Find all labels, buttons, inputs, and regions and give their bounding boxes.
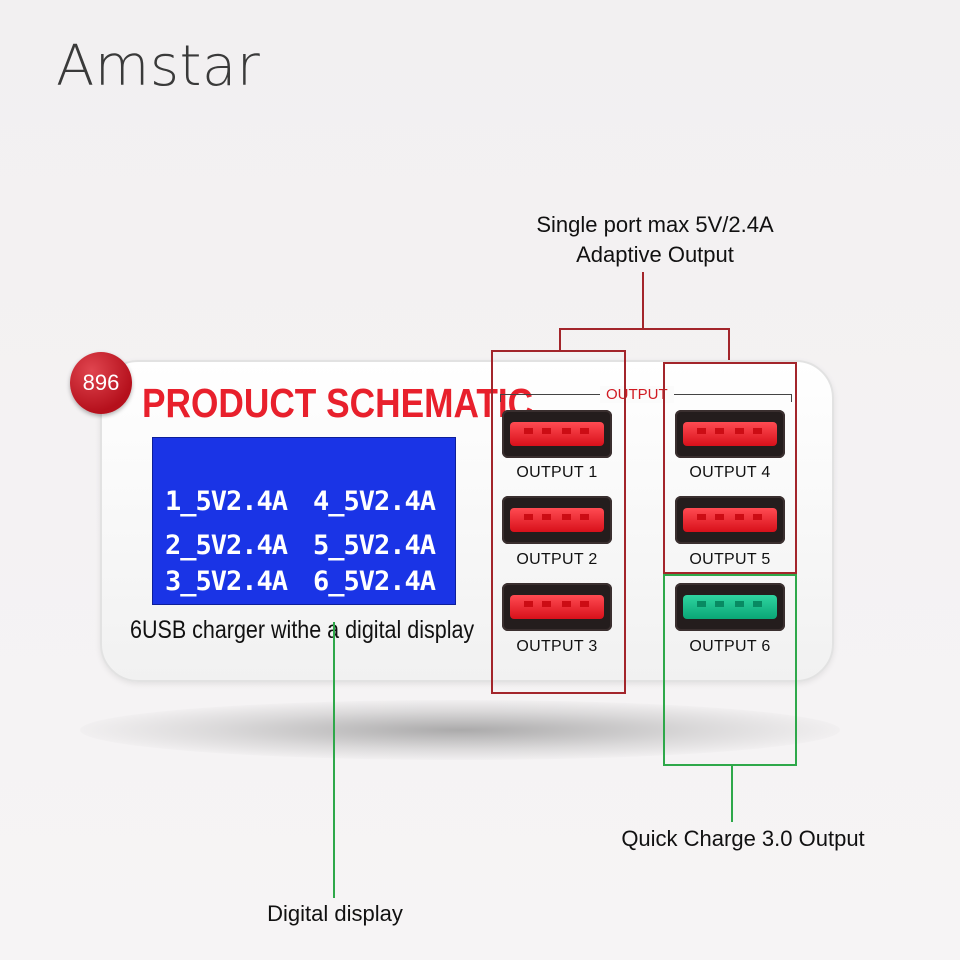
adaptive-ports-highlight-left bbox=[491, 350, 626, 694]
adaptive-connector-right-drop bbox=[728, 328, 730, 364]
lcd-port-reading: 5_5V2.4A bbox=[313, 530, 436, 561]
usb-port-2 bbox=[502, 496, 612, 544]
usb-port-3 bbox=[502, 583, 612, 631]
port-label: OUTPUT 4 bbox=[689, 464, 771, 481]
model-number-badge: 896 bbox=[70, 352, 132, 414]
usb-port-5 bbox=[675, 496, 785, 544]
port-label: OUTPUT 1 bbox=[516, 464, 598, 481]
adaptive-ports-highlight-right bbox=[663, 362, 797, 574]
usb-port-1 bbox=[502, 410, 612, 458]
port-label: OUTPUT 6 bbox=[689, 638, 771, 655]
usb-port-6-quick-charge bbox=[675, 583, 785, 631]
lcd-port-reading: 2_5V2.4A bbox=[165, 530, 288, 561]
lcd-port-reading: 3_5V2.4A bbox=[165, 566, 288, 597]
adaptive-connector-horizontal bbox=[559, 328, 730, 330]
lcd-row: 3_5V2.4A 6_5V2.4A bbox=[153, 566, 455, 606]
digital-display-connector bbox=[333, 622, 335, 898]
quick-charge-highlight bbox=[663, 574, 797, 766]
quick-charge-connector bbox=[731, 764, 733, 822]
lcd-port-reading: 4_5V2.4A bbox=[313, 486, 436, 517]
digital-display-callout: Digital display bbox=[267, 901, 403, 926]
device-subtitle: 6USB charger withe a digital display bbox=[130, 616, 475, 644]
output-header-label: OUTPUT bbox=[600, 386, 674, 403]
lcd-row: 1_5V2.4A 4_5V2.4A bbox=[153, 486, 455, 526]
digital-display-screen: 1_5V2.4A 4_5V2.4A 2_5V2.4A 5_5V2.4A 3_5V… bbox=[152, 437, 456, 605]
output-header-tick-left bbox=[500, 394, 501, 402]
adaptive-output-callout: Single port max 5V/2.4A Adaptive Output bbox=[500, 212, 810, 268]
lcd-row: 2_5V2.4A 5_5V2.4A bbox=[153, 530, 455, 570]
port-label: OUTPUT 2 bbox=[516, 551, 598, 568]
device-shadow bbox=[80, 700, 840, 760]
lcd-port-reading: 1_5V2.4A bbox=[165, 486, 288, 517]
brand-logo-text: Amstar bbox=[56, 34, 261, 99]
lcd-port-reading: 6_5V2.4A bbox=[313, 566, 436, 597]
usb-port-4 bbox=[675, 410, 785, 458]
quick-charge-callout: Quick Charge 3.0 Output bbox=[621, 826, 865, 851]
adaptive-connector-vertical bbox=[642, 272, 644, 330]
output-header-tick-right bbox=[791, 394, 792, 402]
product-schematic-title: PRODUCT SCHEMATIC bbox=[142, 380, 534, 426]
adaptive-connector-left-drop bbox=[559, 328, 561, 352]
adaptive-callout-line-2: Adaptive Output bbox=[576, 242, 734, 267]
port-label: OUTPUT 3 bbox=[516, 638, 598, 655]
adaptive-callout-line-1: Single port max 5V/2.4A bbox=[536, 212, 774, 237]
port-label: OUTPUT 5 bbox=[689, 551, 771, 568]
